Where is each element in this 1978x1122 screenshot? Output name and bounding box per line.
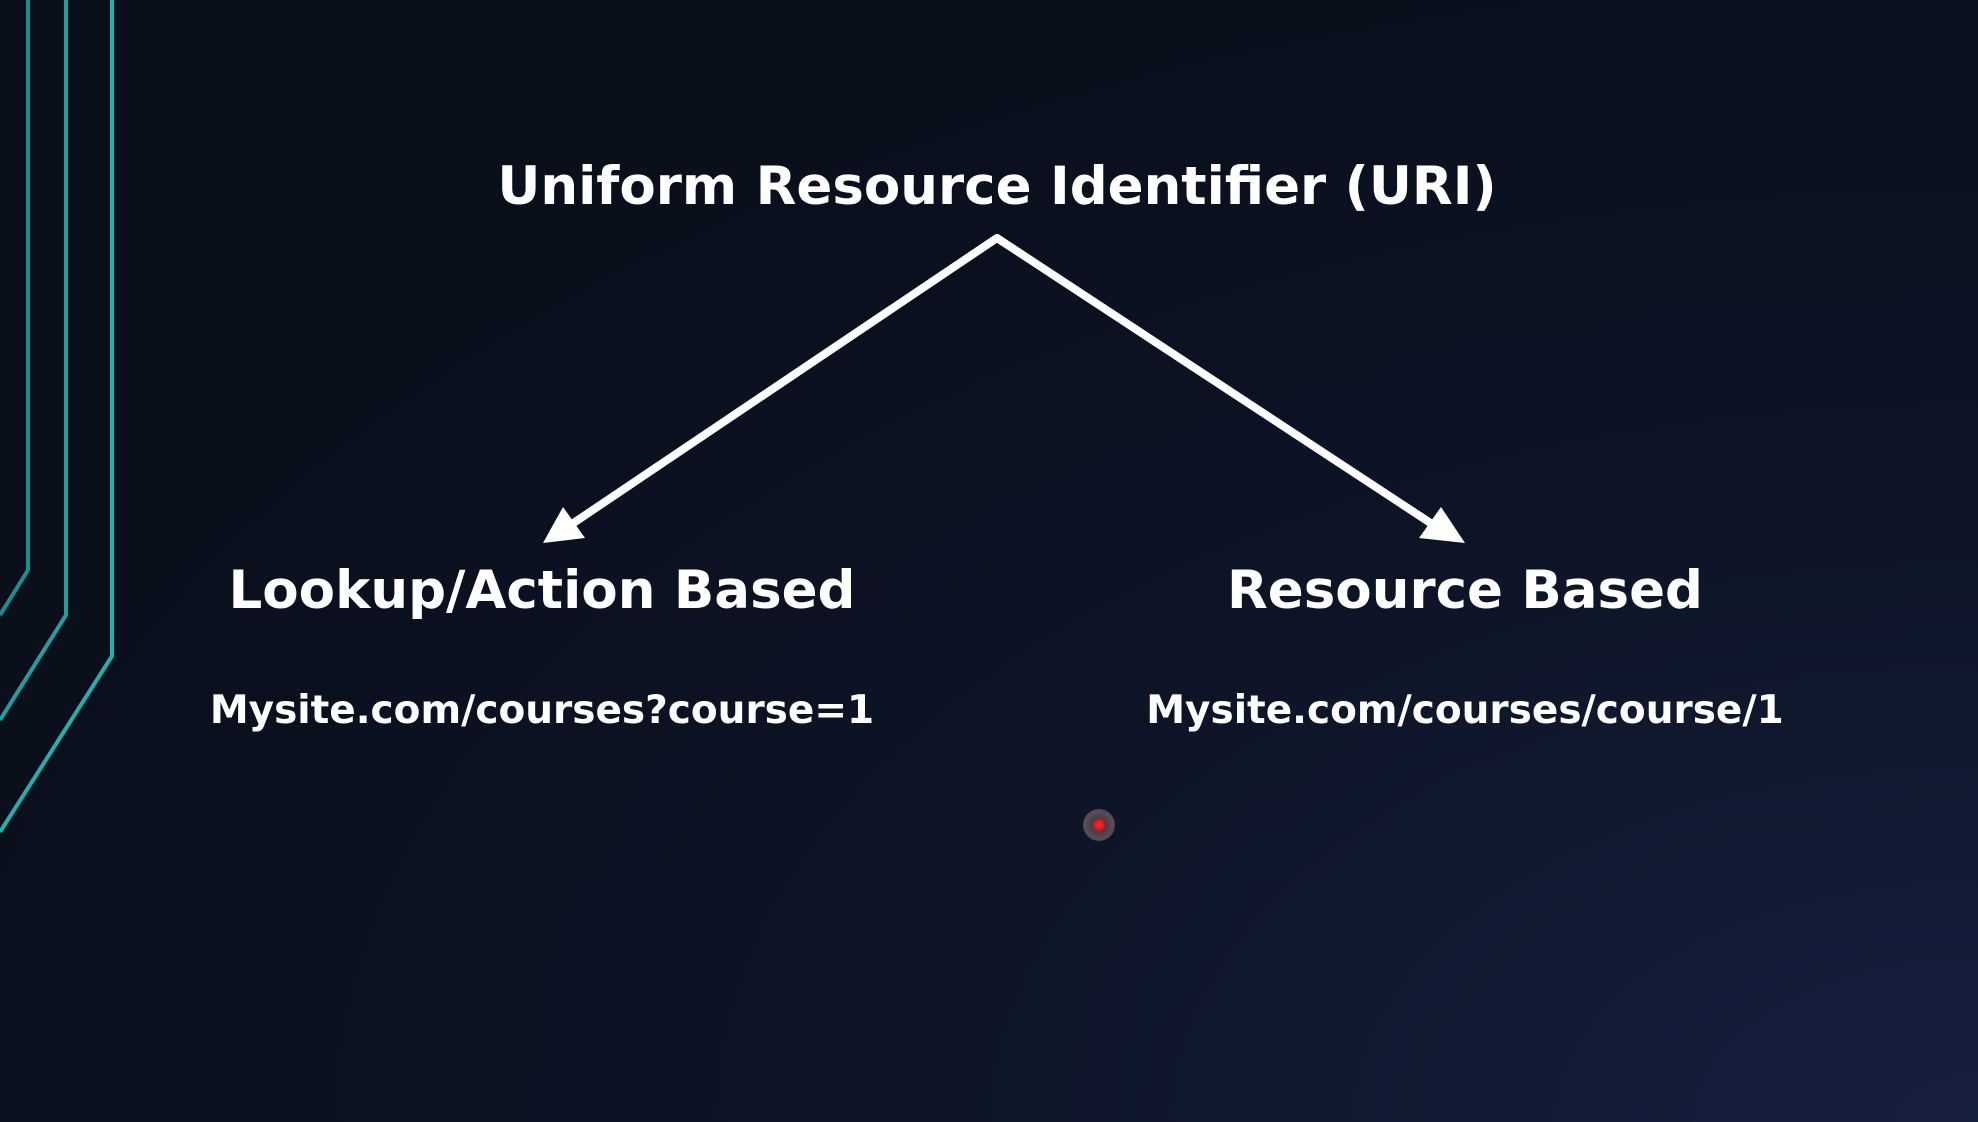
branch-right-example: Mysite.com/courses/course/1 xyxy=(1146,688,1784,733)
branch-left-example: Mysite.com/courses?course=1 xyxy=(209,688,875,733)
laser-pointer-icon xyxy=(1083,809,1115,841)
accent-line-middle xyxy=(0,0,68,722)
arrow-right xyxy=(993,234,1465,543)
accent-line-inner xyxy=(0,0,30,617)
branch-left-label: Lookup/Action Based xyxy=(228,560,856,621)
accent-line-outer xyxy=(0,0,114,834)
arrow-left xyxy=(543,234,1001,543)
slide-title: Uniform Resource Identifier (URI) xyxy=(497,156,1497,217)
branch-right-label: Resource Based xyxy=(1227,560,1703,621)
